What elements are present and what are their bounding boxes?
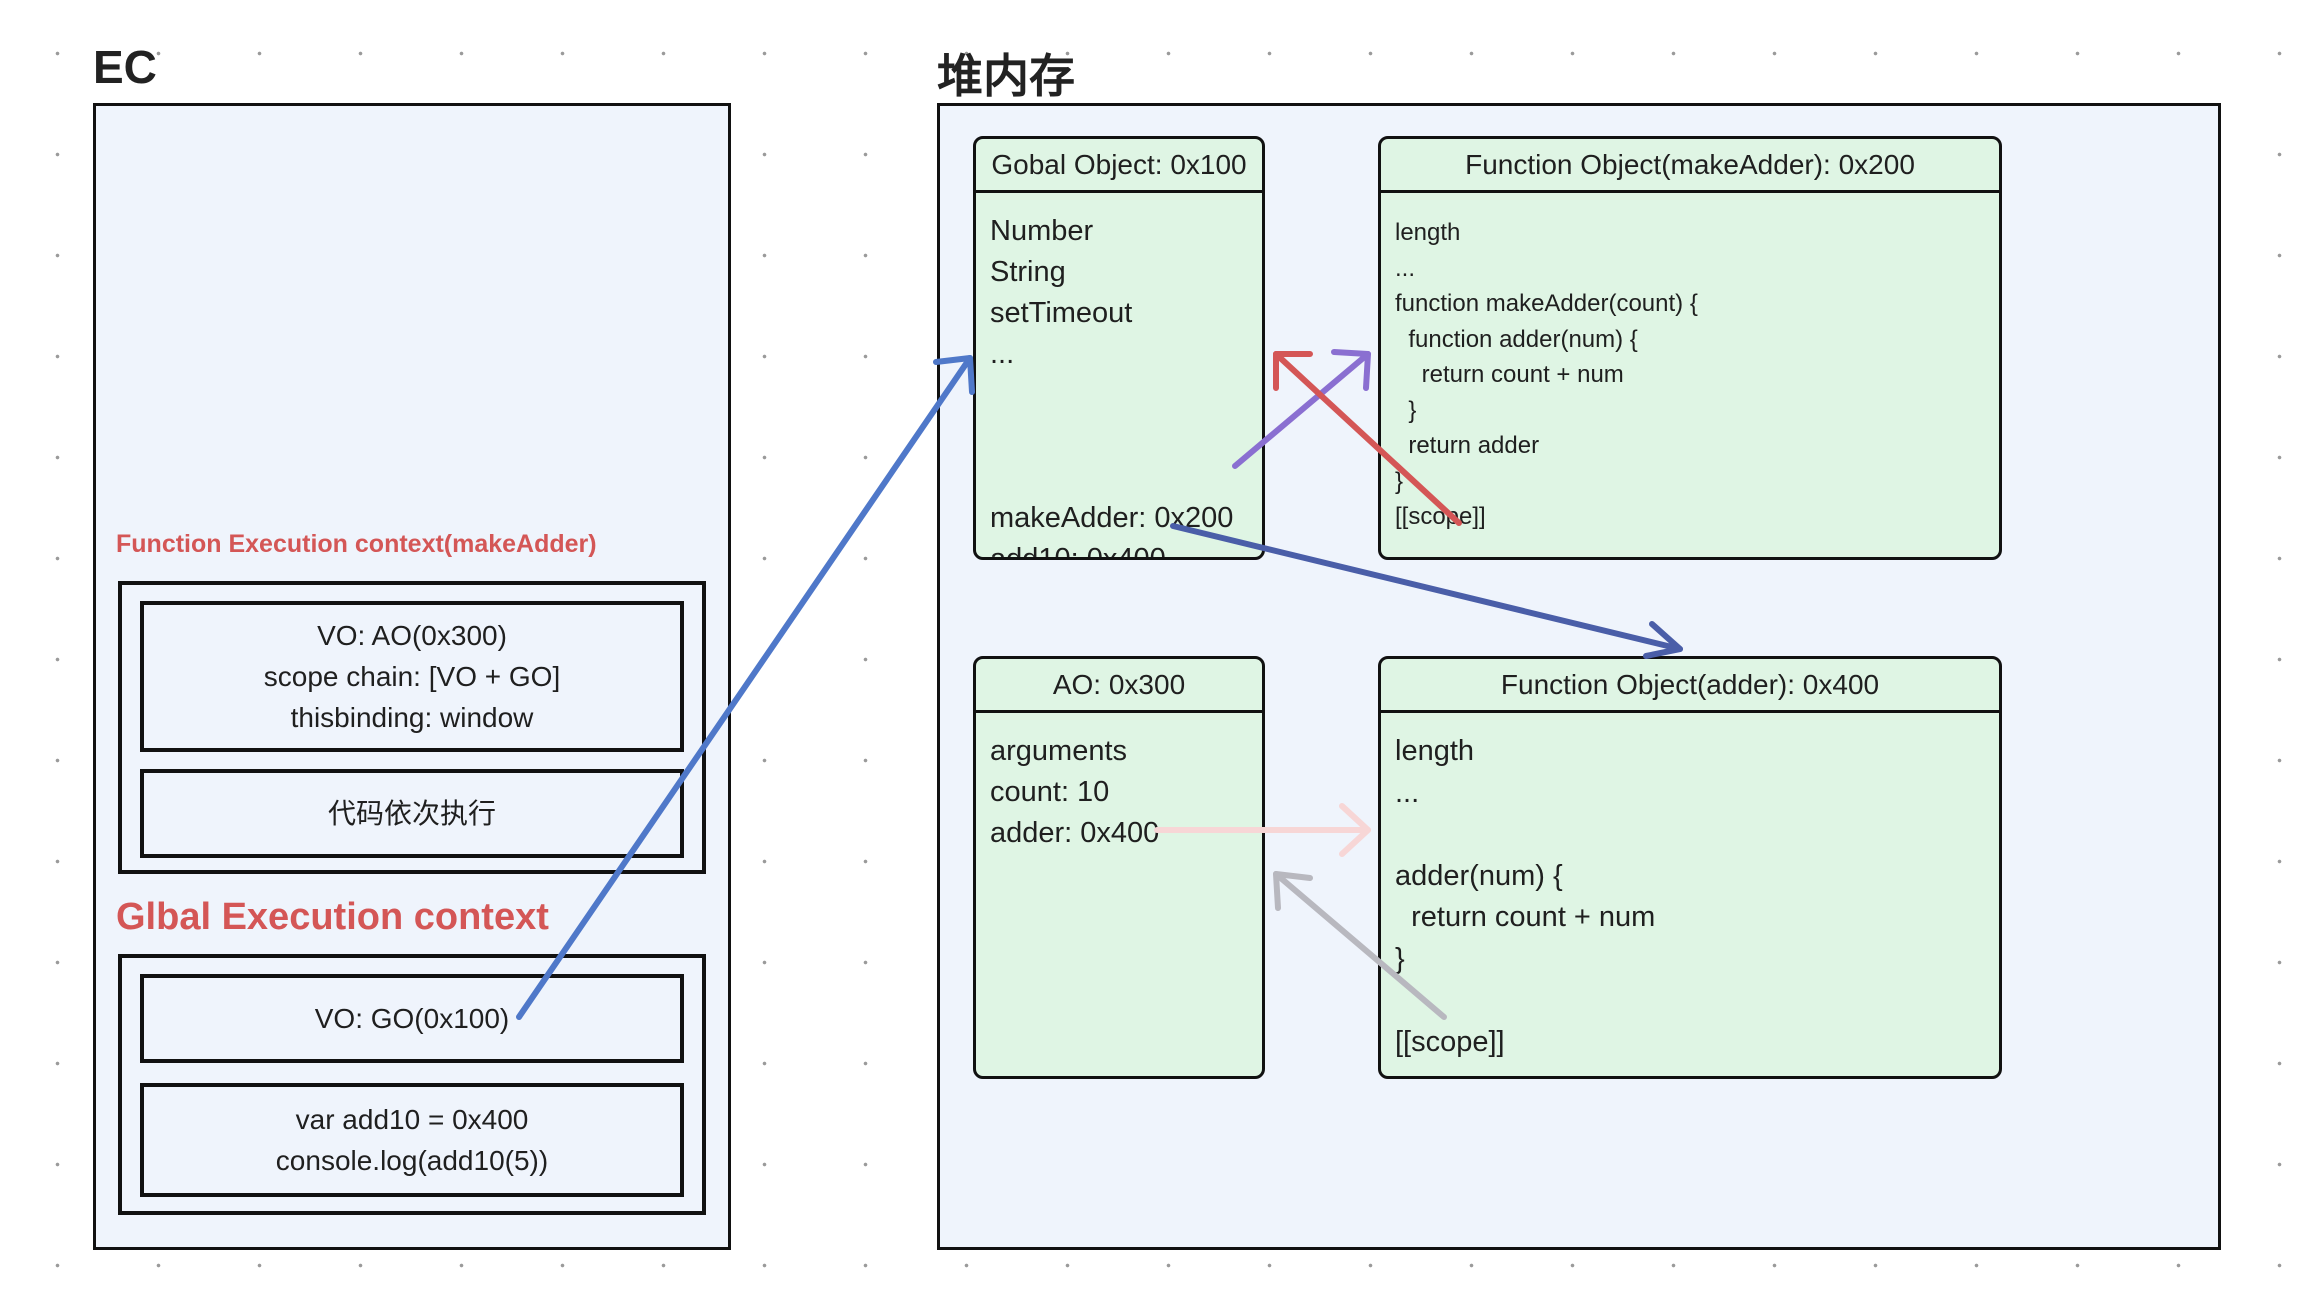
function-object-adder-title: Function Object(adder): 0x400 [1381, 659, 1999, 713]
gec-code-line: var add10 = 0x400 [295, 1104, 529, 1135]
object-property-line: } [1395, 942, 1405, 975]
object-property-line: length [1395, 219, 1461, 246]
object-property-line: String [990, 256, 1066, 288]
object-property-line: adder(num) { [1395, 859, 1563, 892]
function-object-adder: Function Object(adder): 0x400 length... … [1378, 656, 2002, 1079]
object-property-line [1395, 980, 1985, 1022]
object-property-line: length [1395, 735, 1475, 767]
ao-object: AO: 0x300 arguments count: 10 adder: 0x400 [973, 656, 1265, 1079]
function-object-makeadder: Function Object(makeAdder): 0x200 length… [1378, 136, 2002, 560]
object-property-line: add10: 0x400 [990, 543, 1166, 560]
ec-title: EC [93, 41, 157, 93]
gec-code-box: var add10 = 0x400 console.log(add10(5)) [140, 1083, 684, 1197]
object-property-line: } [1395, 396, 1417, 424]
object-property-line: makeAdder: 0x200 [990, 502, 1234, 534]
gec-code-line: console.log(add10(5)) [275, 1145, 549, 1176]
object-property-line: function adder(num) { [1395, 325, 1638, 353]
object-property-line [1395, 814, 1985, 856]
object-property-line: ... [1395, 776, 1420, 809]
fec-this-line: thisbinding: window [290, 702, 534, 733]
fec-code-box: 代码依次执行 [140, 769, 684, 858]
gec-label: Glbal Execution context [116, 896, 549, 938]
ao-object-title: AO: 0x300 [976, 659, 1262, 713]
gec-vo: VO: GO(0x100) [314, 1003, 510, 1034]
object-property-line [990, 416, 1248, 457]
fec-vo-line: VO: AO(0x300) [317, 620, 507, 651]
object-property-line: ... [1395, 254, 1416, 282]
fec-vo-box: VO: AO(0x300) scope chain: [VO + GO] thi… [140, 601, 684, 752]
object-property-line: arguments [990, 735, 1128, 767]
global-object-title: Gobal Object: 0x100 [976, 139, 1262, 193]
object-property-line: function makeAdder(count) { [1395, 290, 1698, 317]
object-property-line: Number [990, 215, 1094, 247]
object-property-line: ... [990, 338, 1015, 370]
object-property-line: return count + num [1395, 361, 1624, 388]
object-property-line: setTimeout [990, 297, 1133, 329]
object-property-line: return adder [1395, 432, 1540, 459]
object-property-line: [[scope]] [1395, 1025, 1505, 1058]
object-property-line: } [1395, 467, 1404, 495]
object-property-line: [[scope]] [1395, 503, 1486, 530]
fec-label: Function Execution context(makeAdder) [116, 530, 597, 558]
object-property-line [990, 375, 1248, 416]
fec-scope-line: scope chain: [VO + GO] [263, 661, 561, 692]
object-property-line: count: 10 [990, 776, 1110, 808]
object-property-line [990, 457, 1248, 498]
fec-code: 代码依次执行 [327, 798, 496, 829]
heap-title: 堆内存 [937, 50, 1075, 102]
gec-vo-box: VO: GO(0x100) [140, 974, 684, 1063]
function-object-makeadder-title: Function Object(makeAdder): 0x200 [1381, 139, 1999, 193]
object-property-line: adder: 0x400 [990, 817, 1160, 849]
object-property-line: return count + num [1395, 901, 1656, 933]
